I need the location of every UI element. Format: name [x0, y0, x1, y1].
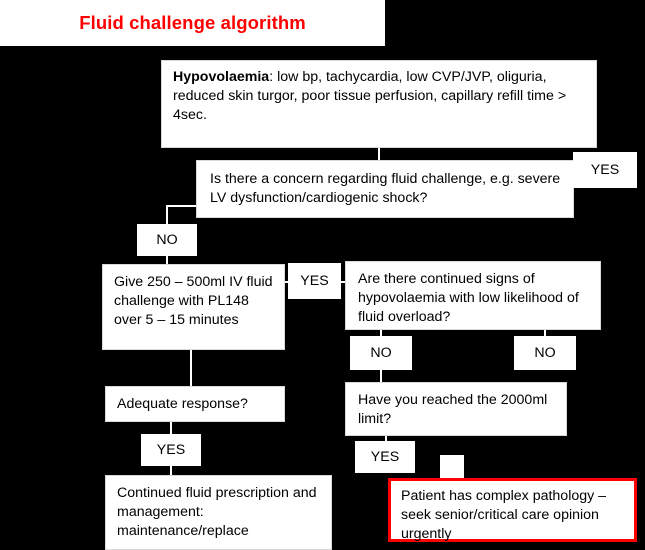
connector-limit-to-yes	[385, 436, 387, 442]
connector-adequate-to-yes	[170, 422, 172, 434]
adequate-response-text: Adequate response?	[117, 396, 248, 412]
page-title: Fluid challenge algorithm	[79, 12, 306, 33]
edge-label-yes-concern: YES	[573, 152, 637, 188]
connector-concern-left-stub	[166, 205, 198, 207]
connector-signs-to-no-right	[544, 330, 546, 337]
edge-label-no-concern: NO	[137, 224, 197, 256]
edge-label-yes-adequate: YES	[141, 434, 201, 466]
connector-signs-right-stub	[544, 330, 546, 332]
connector-no-to-limit	[380, 369, 382, 383]
hypovolaemia-body: : low bp, tachycardia, low CVP/JVP, olig…	[173, 69, 567, 123]
edge-label-yes-adequate-text: YES	[156, 442, 186, 458]
continued-signs-text: Are there continued signs of hypovolaemi…	[358, 271, 579, 325]
edge-label-no-signs-left: NO	[350, 336, 412, 370]
edge-label-no-signs-right-text: NO	[534, 345, 556, 361]
connector-no-to-fluid	[166, 256, 168, 265]
edge-label-no-signs-left-text: NO	[370, 345, 392, 361]
edge-label-yes-limit-text: YES	[370, 449, 400, 465]
connector-yes-to-prescription	[170, 466, 172, 476]
node-complex-pathology: Patient has complex pathology – seek sen…	[388, 478, 637, 542]
edge-label-no-concern-text: NO	[156, 232, 178, 248]
connector-yes-to-signs	[340, 281, 346, 283]
node-hypovolaemia: Hypovolaemia: low bp, tachycardia, low C…	[161, 60, 597, 148]
edge-label-no-signs-right: NO	[514, 336, 576, 370]
fluid-challenge-text: Give 250 – 500ml IV fluid challenge with…	[114, 274, 273, 328]
connector-signs-to-no-left	[380, 330, 382, 337]
node-limit-question: Have you reached the 2000ml limit?	[345, 382, 567, 436]
continued-prescription-text: Continued fluid prescription and managem…	[117, 485, 317, 539]
complex-pathology-text: Patient has complex pathology – seek sen…	[401, 488, 607, 542]
node-concern-question: Is there a concern regarding fluid chall…	[196, 160, 574, 218]
connector-hypo-to-concern	[378, 148, 380, 160]
node-continued-signs: Are there continued signs of hypovolaemi…	[345, 261, 601, 330]
node-continued-prescription: Continued fluid prescription and managem…	[105, 475, 332, 550]
edge-label-yes-limit: YES	[355, 441, 415, 473]
node-adequate-response: Adequate response?	[105, 386, 285, 422]
limit-question-text: Have you reached the 2000ml limit?	[358, 392, 548, 427]
title-banner: Fluid challenge algorithm	[0, 0, 385, 46]
hypovolaemia-lead: Hypovolaemia	[173, 69, 270, 85]
connector-fluid-to-adequate	[190, 350, 192, 386]
connector-yes-to-complex	[440, 455, 464, 479]
concern-question-text: Is there a concern regarding fluid chall…	[210, 171, 561, 206]
edge-label-yes-concern-text: YES	[590, 162, 620, 178]
node-fluid-challenge: Give 250 – 500ml IV fluid challenge with…	[102, 264, 285, 350]
edge-label-yes-fluid: YES	[288, 263, 341, 299]
connector-concern-to-no	[166, 207, 168, 224]
connector-fluid-to-yes	[284, 281, 290, 283]
edge-label-yes-fluid-text: YES	[300, 273, 329, 289]
